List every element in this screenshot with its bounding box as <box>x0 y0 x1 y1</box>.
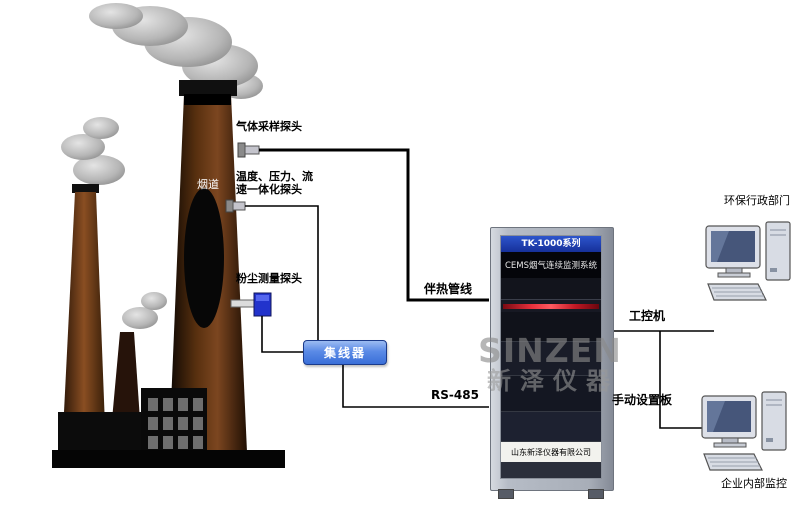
connection-lines <box>245 148 714 429</box>
cabinet-module-3 <box>501 312 601 342</box>
cabinet-system-label: CEMS烟气连续监测系统 <box>501 252 601 278</box>
manual-panel-label: 手动设置板 <box>612 393 673 407</box>
cabinet-module-4 <box>501 342 601 376</box>
temp-probe-line <box>245 205 319 340</box>
hub-label: 集线器 <box>323 346 366 360</box>
heated-sample-line <box>259 148 489 302</box>
cabinet-company-label: 山东新泽仪器有限公司 <box>501 442 601 462</box>
chimney-left <box>62 184 106 452</box>
cabinet-bottom-panel <box>501 462 601 478</box>
env-dept-label: 环保行政部门 <box>724 194 790 207</box>
hub-box: 集线器 <box>303 340 387 365</box>
cabinet-red-stripe <box>503 303 599 309</box>
gas-sampling-probe <box>237 142 260 158</box>
factory-buildings <box>52 388 285 468</box>
computer-env-dept <box>705 221 791 301</box>
cabinet-module-6 <box>501 412 601 442</box>
cems-cabinet: TK-1000系列 CEMS烟气连续监测系统 山东新泽仪器有限公司 <box>490 227 614 491</box>
smoke-plume-left <box>61 117 125 185</box>
chimney-main <box>169 80 247 452</box>
computer-enterprise <box>701 391 787 471</box>
factory-base <box>52 450 285 468</box>
cabinet-module-2 <box>501 300 601 312</box>
enterprise-line <box>659 331 704 429</box>
dust-probe-label: 粉尘测量探头 <box>236 272 302 285</box>
cabinet-module-1 <box>501 278 601 300</box>
cabinet-foot-left <box>498 489 514 499</box>
chimney-small <box>112 332 140 420</box>
heat-pipe-label: 伴热管线 <box>424 282 473 296</box>
temp-pressure-flow-probe <box>225 199 246 213</box>
rs485-line <box>342 364 489 408</box>
gas-probe-label: 气体采样探头 <box>236 120 302 133</box>
temp-probe-label: 温度、压力、流速一体化探头 <box>236 170 313 196</box>
cabinet-module-5 <box>501 376 601 412</box>
cabinet-foot-right <box>588 489 604 499</box>
cabinet-front-panel: TK-1000系列 CEMS烟气连续监测系统 山东新泽仪器有限公司 <box>500 235 602 479</box>
dust-probe-line <box>261 316 303 353</box>
smoke-plume-small <box>122 292 167 329</box>
flue-opening <box>184 188 224 328</box>
rs485-label: RS-485 <box>431 388 479 402</box>
ipc-label: 工控机 <box>629 309 666 323</box>
flue-label: 烟道 <box>197 178 219 191</box>
enterprise-label: 企业内部监控 <box>721 477 787 490</box>
smoke-plume-main <box>89 3 263 99</box>
cabinet-model-label: TK-1000系列 <box>501 236 601 252</box>
